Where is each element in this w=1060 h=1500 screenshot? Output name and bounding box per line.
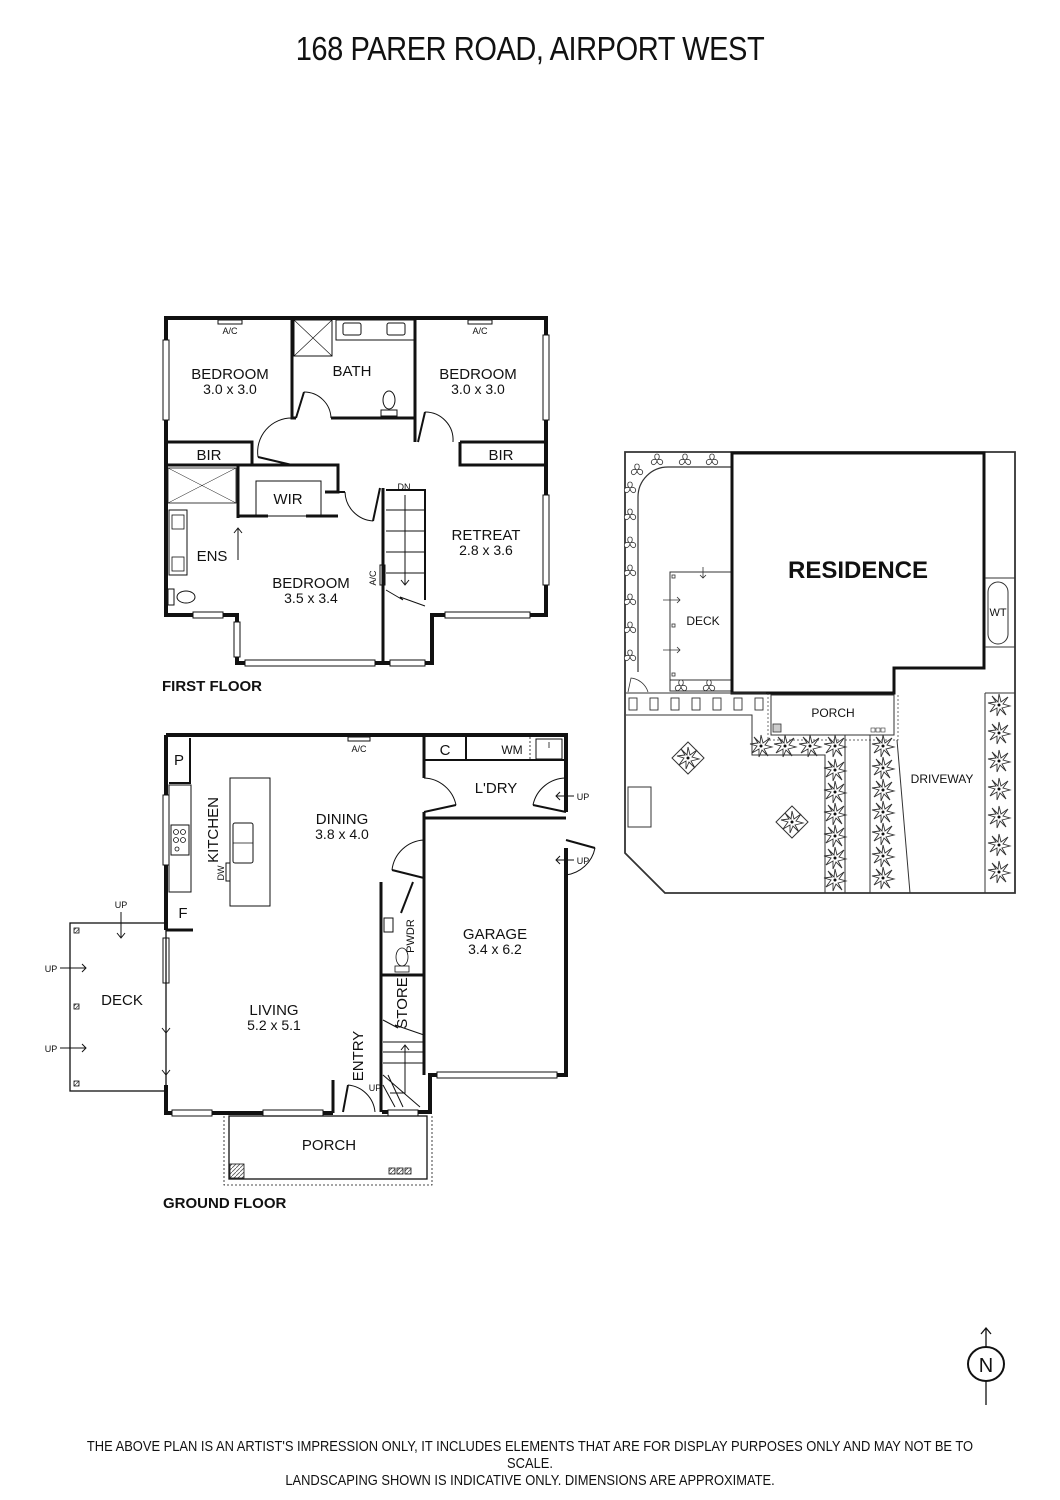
up-label: UP	[45, 964, 58, 974]
room-bedroom-2-dim: 3.0 x 3.0	[451, 381, 505, 397]
up-label: UP	[369, 1083, 382, 1093]
site-plan-plants	[623, 453, 1011, 892]
room-dining-dim: 3.8 x 4.0	[315, 826, 369, 842]
room-laundry: L'DRY	[475, 780, 518, 797]
room-wir: WIR	[273, 491, 302, 508]
up-label: UP	[577, 792, 590, 802]
room-deck: DECK	[101, 992, 143, 1009]
room-bedroom-3: BEDROOM	[272, 575, 350, 592]
room-powder: PWDR	[405, 919, 417, 953]
up-label: UP	[115, 900, 128, 910]
ground-floor-label: GROUND FLOOR	[163, 1195, 286, 1212]
room-store: STORE	[394, 977, 411, 1028]
disclaimer-line-1: THE ABOVE PLAN IS AN ARTIST'S IMPRESSION…	[86, 1438, 974, 1472]
north-compass-icon: N	[967, 1326, 1005, 1405]
water-tank-label: WT	[989, 607, 1006, 619]
room-living-dim: 5.2 x 5.1	[247, 1017, 301, 1033]
ground-floor-labels: P KITCHEN DINING 3.8 x 4.0 C WM L'DRY F …	[45, 742, 590, 1212]
site-porch-label: PORCH	[811, 706, 854, 720]
ac-label: A/C	[351, 744, 367, 754]
room-dining: DINING	[316, 811, 369, 828]
room-pantry: P	[174, 752, 184, 769]
site-plan-labels: RESIDENCE DECK PORCH DRIVEWAY WT	[686, 557, 1006, 786]
room-bedroom-2: BEDROOM	[439, 366, 517, 383]
up-label: UP	[45, 1044, 58, 1054]
ac-label: A/C	[368, 570, 378, 586]
room-porch: PORCH	[302, 1137, 356, 1154]
washing-machine-label: WM	[501, 743, 522, 757]
disclaimer-line-2: LANDSCAPING SHOWN IS INDICATIVE ONLY. DI…	[285, 1472, 775, 1489]
dishwasher-label: DW	[216, 865, 226, 880]
room-entry: ENTRY	[350, 1031, 367, 1082]
ground-floor-plan	[60, 733, 596, 1186]
room-garage: GARAGE	[463, 926, 527, 943]
room-bedroom-1: BEDROOM	[191, 366, 269, 383]
room-bath: BATH	[333, 363, 372, 380]
ac-label: A/C	[472, 326, 488, 336]
room-living: LIVING	[249, 1002, 298, 1019]
ac-label: A/C	[222, 326, 238, 336]
room-cupboard: C	[440, 742, 451, 759]
room-bir-2: BIR	[488, 447, 513, 464]
room-bir-1: BIR	[196, 447, 221, 464]
stairs-down-label: DN	[398, 482, 411, 492]
driveway-label: DRIVEWAY	[911, 772, 974, 786]
room-garage-dim: 3.4 x 6.2	[468, 941, 522, 957]
site-deck-label: DECK	[686, 614, 719, 628]
first-floor-plan	[162, 316, 550, 667]
room-bedroom-3-dim: 3.5 x 3.4	[284, 590, 338, 606]
room-retreat: RETREAT	[452, 527, 521, 544]
site-plan	[624, 451, 1016, 894]
first-floor-label: FIRST FLOOR	[162, 678, 262, 695]
room-retreat-dim: 2.8 x 3.6	[459, 542, 513, 558]
up-label: UP	[577, 856, 590, 866]
first-floor-labels: A/C A/C BEDROOM 3.0 x 3.0 BATH BEDROOM 3…	[162, 326, 520, 695]
compass-n-label: N	[979, 1355, 993, 1377]
residence-label: RESIDENCE	[788, 557, 928, 584]
page-title: 168 PARER ROAD, AIRPORT WEST	[295, 30, 765, 67]
room-ens: ENS	[197, 548, 228, 565]
room-bedroom-1-dim: 3.0 x 3.0	[203, 381, 257, 397]
room-fridge: F	[178, 905, 187, 922]
disclaimer: THE ABOVE PLAN IS AN ARTIST'S IMPRESSION…	[74, 1438, 986, 1489]
room-kitchen: KITCHEN	[205, 797, 222, 863]
